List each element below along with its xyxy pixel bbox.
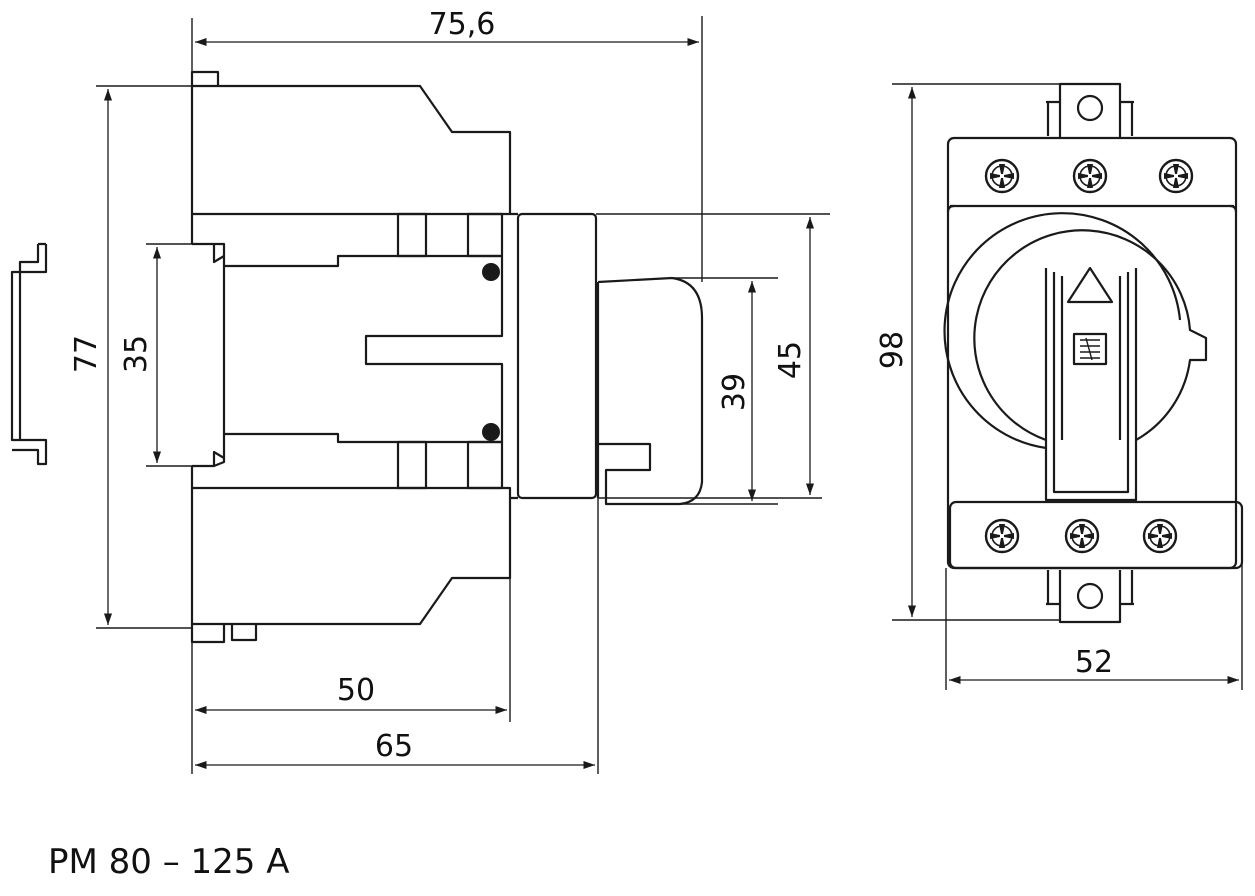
dim-label-65: 65 — [375, 729, 413, 764]
dimension-rail-width: 35 — [119, 243, 214, 467]
dim-label-45: 45 — [773, 341, 808, 379]
rotary-knob — [973, 229, 1208, 442]
bottom-mounting-tab — [1046, 570, 1134, 624]
knob-handle-bar — [1044, 268, 1138, 502]
dimension-front-face-height: 45 — [596, 213, 830, 499]
din-rail-profile — [10, 242, 48, 466]
triangle-up-icon — [1066, 266, 1114, 304]
model-caption: PM 80 – 125 A — [48, 842, 290, 882]
front-plate — [516, 212, 598, 500]
dim-label-35: 35 — [119, 335, 154, 373]
dim-label-52: 52 — [1075, 645, 1113, 680]
terminal-screw-icon — [984, 518, 1178, 554]
dimension-handle-height: 39 — [672, 277, 778, 505]
dimension-overall-depth: 75,6 — [191, 7, 703, 282]
position-indicator-window — [1072, 332, 1108, 366]
dimension-overall-height: 77 — [69, 85, 192, 629]
switch-front-view — [943, 82, 1244, 624]
din-clamp — [192, 242, 226, 468]
dimension-front-view-width: 52 — [945, 560, 1243, 690]
terminal-screw-icon — [984, 158, 1194, 194]
front-body — [946, 136, 1238, 570]
top-mounting-tab — [1046, 82, 1134, 138]
dim-label-50: 50 — [337, 673, 375, 708]
dim-label-39: 39 — [717, 373, 752, 411]
dimension-handle-depth: 65 — [195, 498, 599, 774]
dim-label-98: 98 — [875, 331, 910, 369]
dim-label-75-6: 75,6 — [429, 7, 496, 42]
rotary-handle-side — [596, 276, 704, 506]
side-body-outline — [190, 84, 512, 216]
dimension-front-depth: 50 — [191, 578, 511, 774]
dimension-front-view-height: 98 — [875, 83, 1060, 621]
switch-side-view — [190, 70, 704, 644]
dim-label-77: 77 — [69, 335, 104, 373]
